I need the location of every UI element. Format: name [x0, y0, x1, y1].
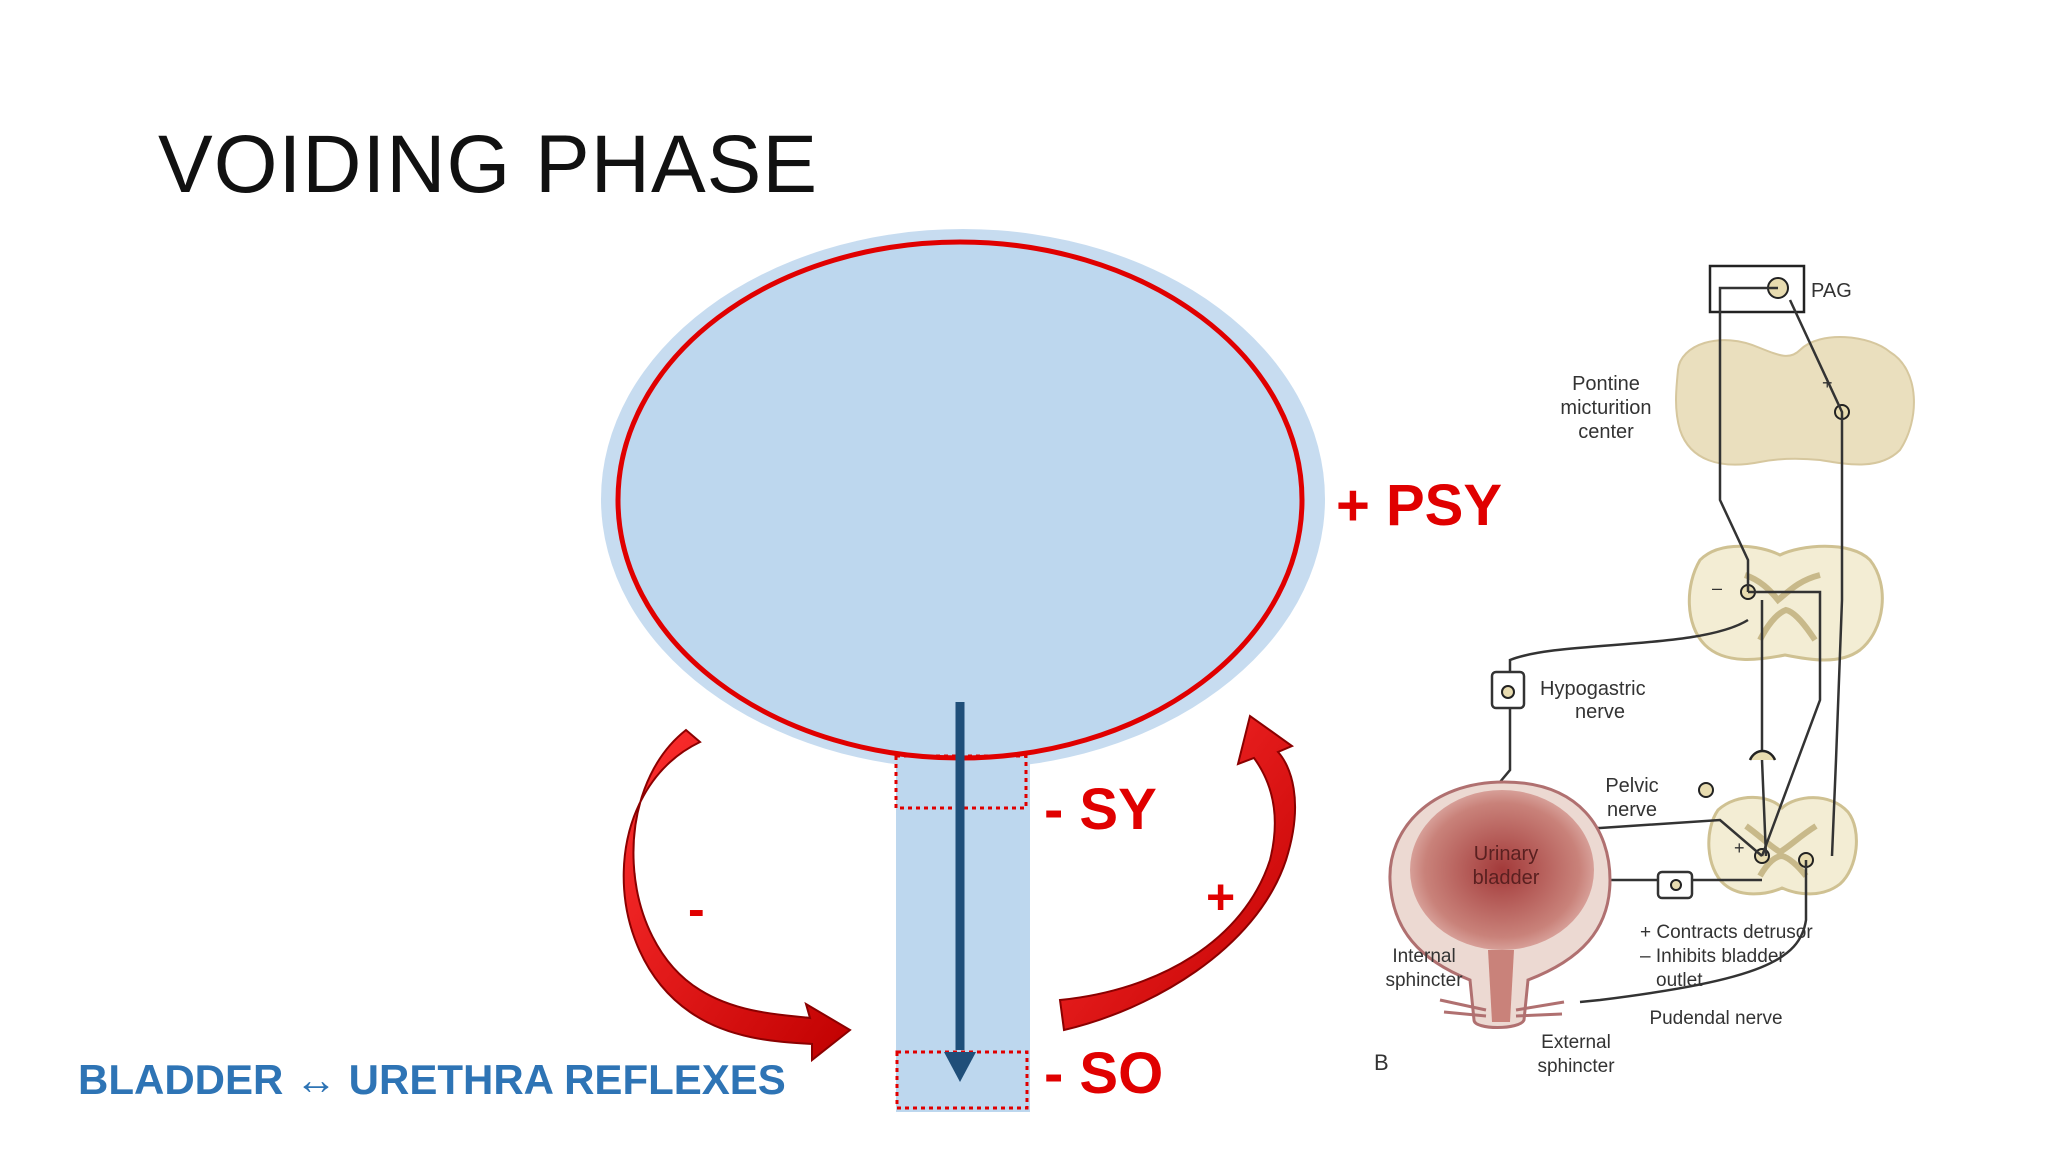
external-sphincter-muscle: [1439, 998, 1565, 1018]
right-reflex-arrow: [1058, 714, 1297, 1032]
cord-grey-matter-upper: [1743, 572, 1821, 642]
pelvic-label-2: nerve: [1607, 799, 1657, 821]
thoracolumbar-cord: [1687, 544, 1884, 662]
left-reflex-arrow: [622, 728, 852, 1063]
urinary-label-1: Urinary: [1474, 843, 1538, 865]
somatic-label: - SO: [1044, 1041, 1164, 1106]
cord-minus: –: [1712, 578, 1722, 598]
hypogastric-neuron: [1501, 685, 1515, 699]
internal-label-1: Internal: [1392, 946, 1455, 967]
panel-label: B: [1374, 1050, 1389, 1075]
inhibits-label-2: outlet: [1656, 970, 1703, 991]
hypogastric-label-1: Hypogastric: [1540, 678, 1646, 700]
internal-label-2: sphincter: [1385, 970, 1463, 991]
urinary-bladder-lumen: [1410, 790, 1594, 950]
pontine-label-3: center: [1578, 421, 1634, 443]
pelvic-label-1: Pelvic: [1605, 775, 1658, 797]
sympathetic-label: - SY: [1044, 777, 1157, 842]
pons: [1675, 336, 1915, 466]
parasympathetic-label: + PSY: [1336, 473, 1503, 538]
right-arrow-sign: +: [1206, 869, 1236, 925]
pudendal-label: Pudendal nerve: [1649, 1008, 1782, 1029]
external-label-2: sphincter: [1537, 1056, 1615, 1077]
contracts-label: + Contracts detrusor: [1640, 922, 1813, 943]
cord-grey-matter-lower: [1744, 823, 1818, 878]
footer-caption: BLADDER ↔ URETHRA REFLEXES: [78, 1056, 786, 1103]
sacral-synapse: [1748, 749, 1777, 761]
urine-flow-arrowhead: [944, 1052, 976, 1082]
urinary-label-2: bladder: [1473, 867, 1540, 889]
pag-label: PAG: [1811, 280, 1852, 302]
external-label-1: External: [1541, 1032, 1611, 1053]
pelvic-box-neuron: [1670, 879, 1682, 891]
pontine-label-2: micturition: [1560, 397, 1651, 419]
inhibits-label-1: – Inhibits bladder: [1640, 946, 1785, 967]
slide-title: VOIDING PHASE: [158, 119, 819, 210]
urethra-tube: [1488, 950, 1514, 1022]
pelvic-ganglion: [1698, 782, 1714, 798]
pontine-label-1: Pontine: [1572, 373, 1640, 395]
hypogastric-label-2: nerve: [1575, 701, 1625, 723]
sacral-cord: [1707, 795, 1858, 896]
sacral-plus: +: [1734, 838, 1745, 858]
left-arrow-sign: -: [688, 881, 705, 937]
